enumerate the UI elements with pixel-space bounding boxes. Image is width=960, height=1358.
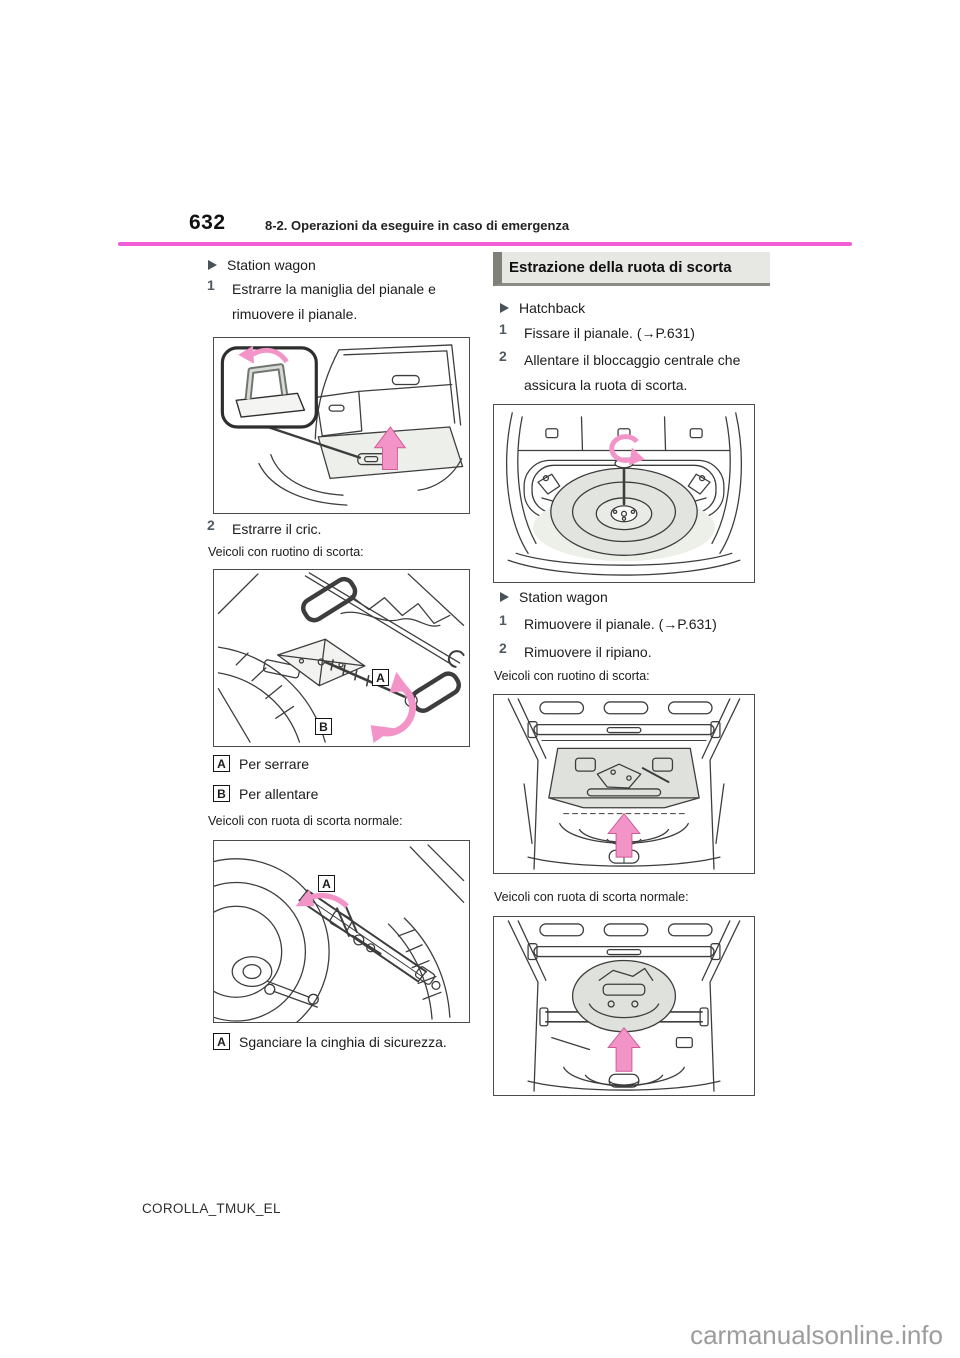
wagon-tray-illustration [507,698,741,870]
safety-strap-illustration [214,844,465,1022]
note-standard-spare-left: Veicoli con ruota di scorta normale: [208,814,403,828]
variant-marker-icon [208,260,217,270]
step-number: 2 [207,517,215,533]
note-temporary-spare-right: Veicoli con ruotino di scorta: [494,669,650,683]
variant-label: Hatchback [519,300,586,316]
step-number: 1 [499,612,507,628]
legend-key-box: A [213,755,230,772]
step-text: Rimuovere il pianale. (→P.631) [524,616,717,632]
header-rule [118,242,852,246]
legend-text: Per allentare [239,785,319,802]
variant-label: Station wagon [519,589,608,605]
figure-wagon-tray-temporary-spare [493,694,755,874]
step-secure-deck-board: 1 Fissare il pianale. (→P.631) [499,321,762,346]
legend-release-strap: A Sganciare la cinghia di sicurezza. [213,1033,447,1050]
figure-jack-tighten-loosen: A B [213,569,470,747]
figure-safety-strap: A [213,840,470,1023]
variant-label: Station wagon [227,257,316,273]
legend-key-box: B [213,785,230,802]
step-text: Rimuovere il ripiano. [524,644,652,660]
step-number: 1 [207,277,215,293]
step-text-line: rimuovere il pianale. [232,306,358,322]
note-standard-spare-right: Veicoli con ruota di scorta normale: [494,890,689,904]
legend-tighten: A Per serrare [213,755,309,772]
step-loosen-center-lock: 2 Allentare il bloccaggio centrale che a… [499,348,762,398]
step-extract-handle: 1 Estrarre la maniglia del pianale e rim… [207,277,472,327]
figure-deck-board-handle [213,337,470,514]
step-number: 1 [499,321,507,337]
section-title: Estrazione della ruota di scorta [509,259,732,276]
figure-label-a: A [318,875,335,892]
variant-row-station-wagon-left: Station wagon [208,257,316,273]
chapter-title: 8-2. Operazioni da eseguire in caso di e… [265,218,570,233]
legend-text: Per serrare [239,755,310,772]
step-number: 2 [499,348,507,364]
step-text-line: Estrarre la maniglia del pianale e [232,281,436,297]
figure-label-a: A [372,669,389,686]
wagon-round-tray-illustration [507,920,741,1092]
jack-tighten-loosen-illustration [217,572,465,744]
step-text: Estrarre il cric. [232,521,322,537]
page-number: 632 [189,211,226,234]
note-temporary-spare-left: Veicoli con ruotino di scorta: [208,545,364,559]
hatchback-spare-wheel-illustration [506,412,742,576]
variant-row-station-wagon-right: Station wagon [500,589,608,605]
variant-marker-icon [500,592,509,602]
figure-hatchback-spare-wheel [493,404,755,583]
step-number: 2 [499,640,507,656]
step-extract-jack: 2 Estrarre il cric. [207,517,472,542]
figure-wagon-tray-standard-spare [493,916,755,1096]
step-remove-shelf: 2 Rimuovere il ripiano. [499,640,762,665]
step-text-line: assicura la ruota di scorta. [524,377,688,393]
watermark-text: carmanualsonline.info [690,1320,943,1350]
legend-loosen: B Per allentare [213,785,318,802]
variant-marker-icon [500,303,509,313]
step-text: Fissare il pianale. (→P.631) [524,325,695,341]
variant-row-hatchback: Hatchback [500,300,585,316]
legend-key-box: A [213,1033,230,1050]
step-remove-deck-board: 1 Rimuovere il pianale. (→P.631) [499,612,762,637]
section-heading: Estrazione della ruota di scorta [493,252,770,286]
footer-document-code: COROLLA_TMUK_EL [142,1201,281,1216]
deck-board-handle-illustration [220,344,464,506]
figure-label-b: B [315,718,332,735]
legend-text: Sganciare la cinghia di sicurezza. [239,1033,447,1050]
step-text-line: Allentare il bloccaggio centrale che [524,352,741,368]
